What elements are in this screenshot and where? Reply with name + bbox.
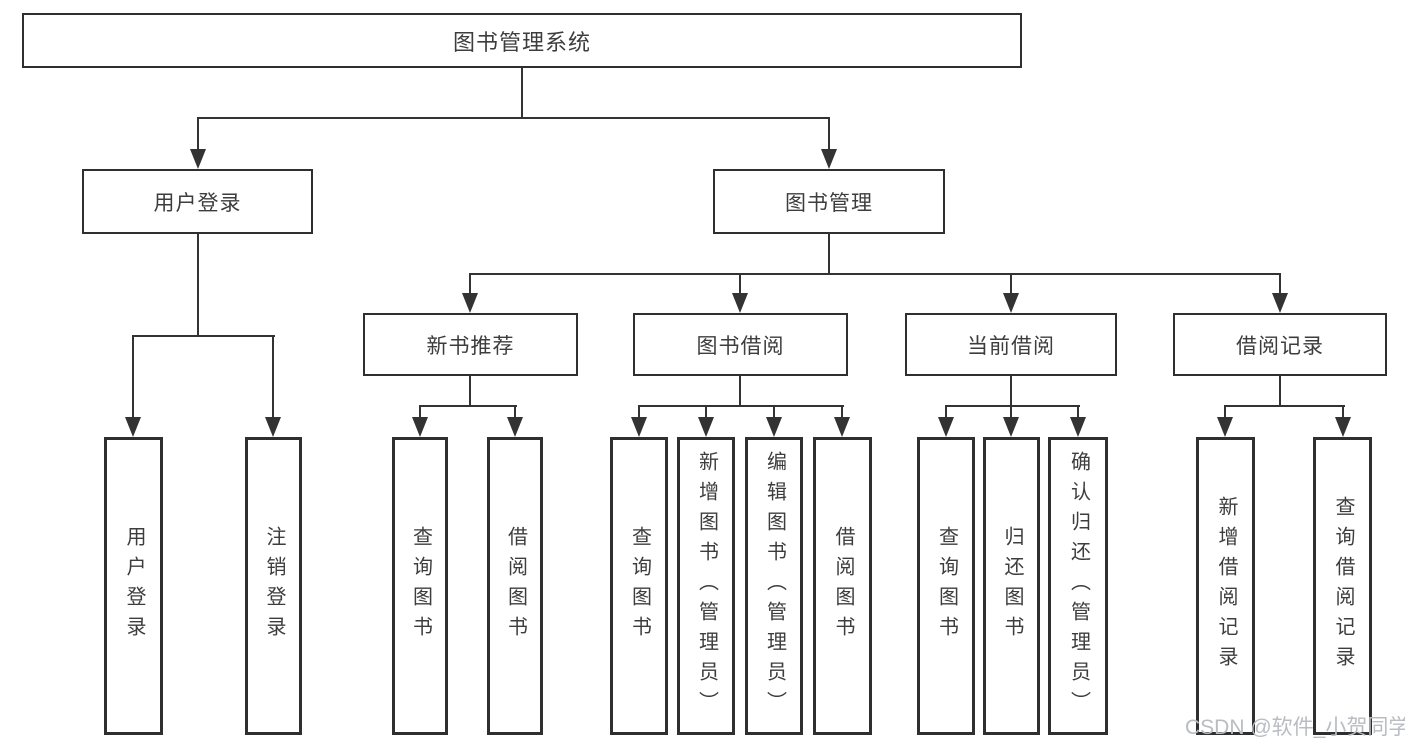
connector-leaf-stem: [1224, 405, 1226, 419]
leaf-label: 新增借阅记录: [1215, 496, 1237, 676]
leaf-label: 新增图书（管理员）: [695, 451, 718, 721]
csdn-watermark: CSDN @软件_小贺同学: [1185, 716, 1405, 739]
node-new-book-recommendation: 新书推荐: [363, 313, 578, 376]
connector-rail: [945, 405, 1080, 407]
node-borrowing-records: 借阅记录: [1173, 313, 1387, 376]
connector-leaf-stem: [514, 405, 516, 419]
leaf-logout: 注销登录: [245, 437, 302, 735]
connector-leaf-stem: [705, 405, 707, 419]
leaf-label: 借阅图书: [832, 526, 854, 646]
arrowhead-book-borrow: [732, 293, 748, 313]
connector-leaf-stem: [841, 405, 843, 419]
arrowhead-new-book: [462, 293, 478, 313]
connector-leaf-stem: [132, 335, 134, 418]
connector-l3-stem: [1010, 273, 1012, 294]
node-user-login: 用户登录: [82, 169, 313, 234]
connector-user-login-rail: [132, 335, 275, 337]
arrowhead-leaf: [698, 417, 714, 437]
connector-root-stem: [521, 68, 523, 117]
leaf-add-borrow-record: 新增借阅记录: [1196, 437, 1255, 735]
leaf-label: 确认归还（管理员）: [1067, 451, 1090, 721]
connector-leaf-stem: [1010, 405, 1012, 419]
leaf-return-books: 归还图书: [983, 437, 1040, 735]
arrowhead-leaf: [766, 417, 782, 437]
leaf-label: 查询图书: [628, 526, 651, 646]
connector-leaf-stem: [272, 335, 274, 418]
arrowhead-leaf: [938, 417, 954, 437]
arrowhead-user-login: [190, 149, 206, 169]
arrowhead-current-borrow: [1003, 293, 1019, 313]
leaf-label: 注销登录: [263, 526, 285, 646]
node-book-management: 图书管理: [713, 169, 945, 234]
connector-down: [739, 376, 741, 407]
node-library-management-system: 图书管理系统: [22, 13, 1022, 68]
connector-rail: [1224, 405, 1345, 407]
arrowhead-leaf: [631, 417, 647, 437]
connector-leaf-stem: [945, 405, 947, 419]
arrowhead-leaf: [125, 417, 141, 437]
leaf-query-books-current: 查询图书: [917, 437, 975, 735]
connector-level2-rail: [197, 117, 830, 119]
arrowhead-leaf: [507, 417, 523, 437]
connector-leaf-stem: [638, 405, 640, 419]
connector-down: [1010, 376, 1012, 407]
leaf-confirm-return-admin: 确认归还（管理员）: [1048, 437, 1108, 735]
leaf-label: 查询借阅记录: [1332, 496, 1354, 676]
leaf-label: 查询图书: [935, 526, 958, 646]
leaf-label: 归还图书: [1001, 526, 1023, 646]
leaf-label: 查询图书: [409, 526, 432, 646]
arrowhead-borrow-records: [1272, 293, 1288, 313]
node-current-borrowing: 当前借阅: [905, 313, 1117, 376]
leaf-borrow-books: 借阅图书: [813, 437, 872, 735]
connector-down: [1279, 376, 1281, 407]
connector-l3-stem: [1279, 273, 1281, 294]
connector-user-login-down: [197, 233, 199, 337]
leaf-query-borrow-record: 查询借阅记录: [1313, 437, 1372, 735]
leaf-label: 用户登录: [123, 526, 145, 646]
connector-leaf-stem: [419, 405, 421, 419]
leaf-add-books-admin: 新增图书（管理员）: [677, 437, 735, 735]
leaf-user-login: 用户登录: [104, 437, 163, 735]
leaf-label: 编辑图书（管理员）: [763, 451, 786, 721]
arrowhead-leaf: [1003, 417, 1019, 437]
connector-rail: [638, 405, 844, 407]
arrowhead-leaf: [412, 417, 428, 437]
connector-leaf-stem: [773, 405, 775, 419]
connector-book-management-stem: [828, 117, 830, 150]
leaf-edit-books-admin: 编辑图书（管理员）: [745, 437, 803, 735]
connector-level3-rail: [469, 273, 1281, 275]
arrowhead-leaf: [265, 417, 281, 437]
connector-user-login-stem: [197, 117, 199, 150]
arrowhead-book-management: [821, 149, 837, 169]
arrowhead-leaf: [834, 417, 850, 437]
connector-book-management-down: [828, 233, 830, 275]
node-book-borrowing: 图书借阅: [633, 313, 848, 376]
connector-leaf-stem: [1077, 405, 1079, 419]
arrowhead-leaf: [1217, 417, 1233, 437]
connector-rail: [419, 405, 517, 407]
leaf-label: 借阅图书: [504, 526, 527, 646]
arrowhead-leaf: [1335, 417, 1351, 437]
connector-down: [469, 376, 471, 407]
connector-l3-stem: [469, 273, 471, 294]
arrowhead-leaf: [1070, 417, 1086, 437]
leaf-borrow-books-recommend: 借阅图书: [487, 437, 543, 735]
connector-l3-stem: [739, 273, 741, 294]
leaf-query-books-recommend: 查询图书: [392, 437, 448, 735]
leaf-query-books-borrowing: 查询图书: [610, 437, 668, 735]
connector-leaf-stem: [1342, 405, 1344, 419]
